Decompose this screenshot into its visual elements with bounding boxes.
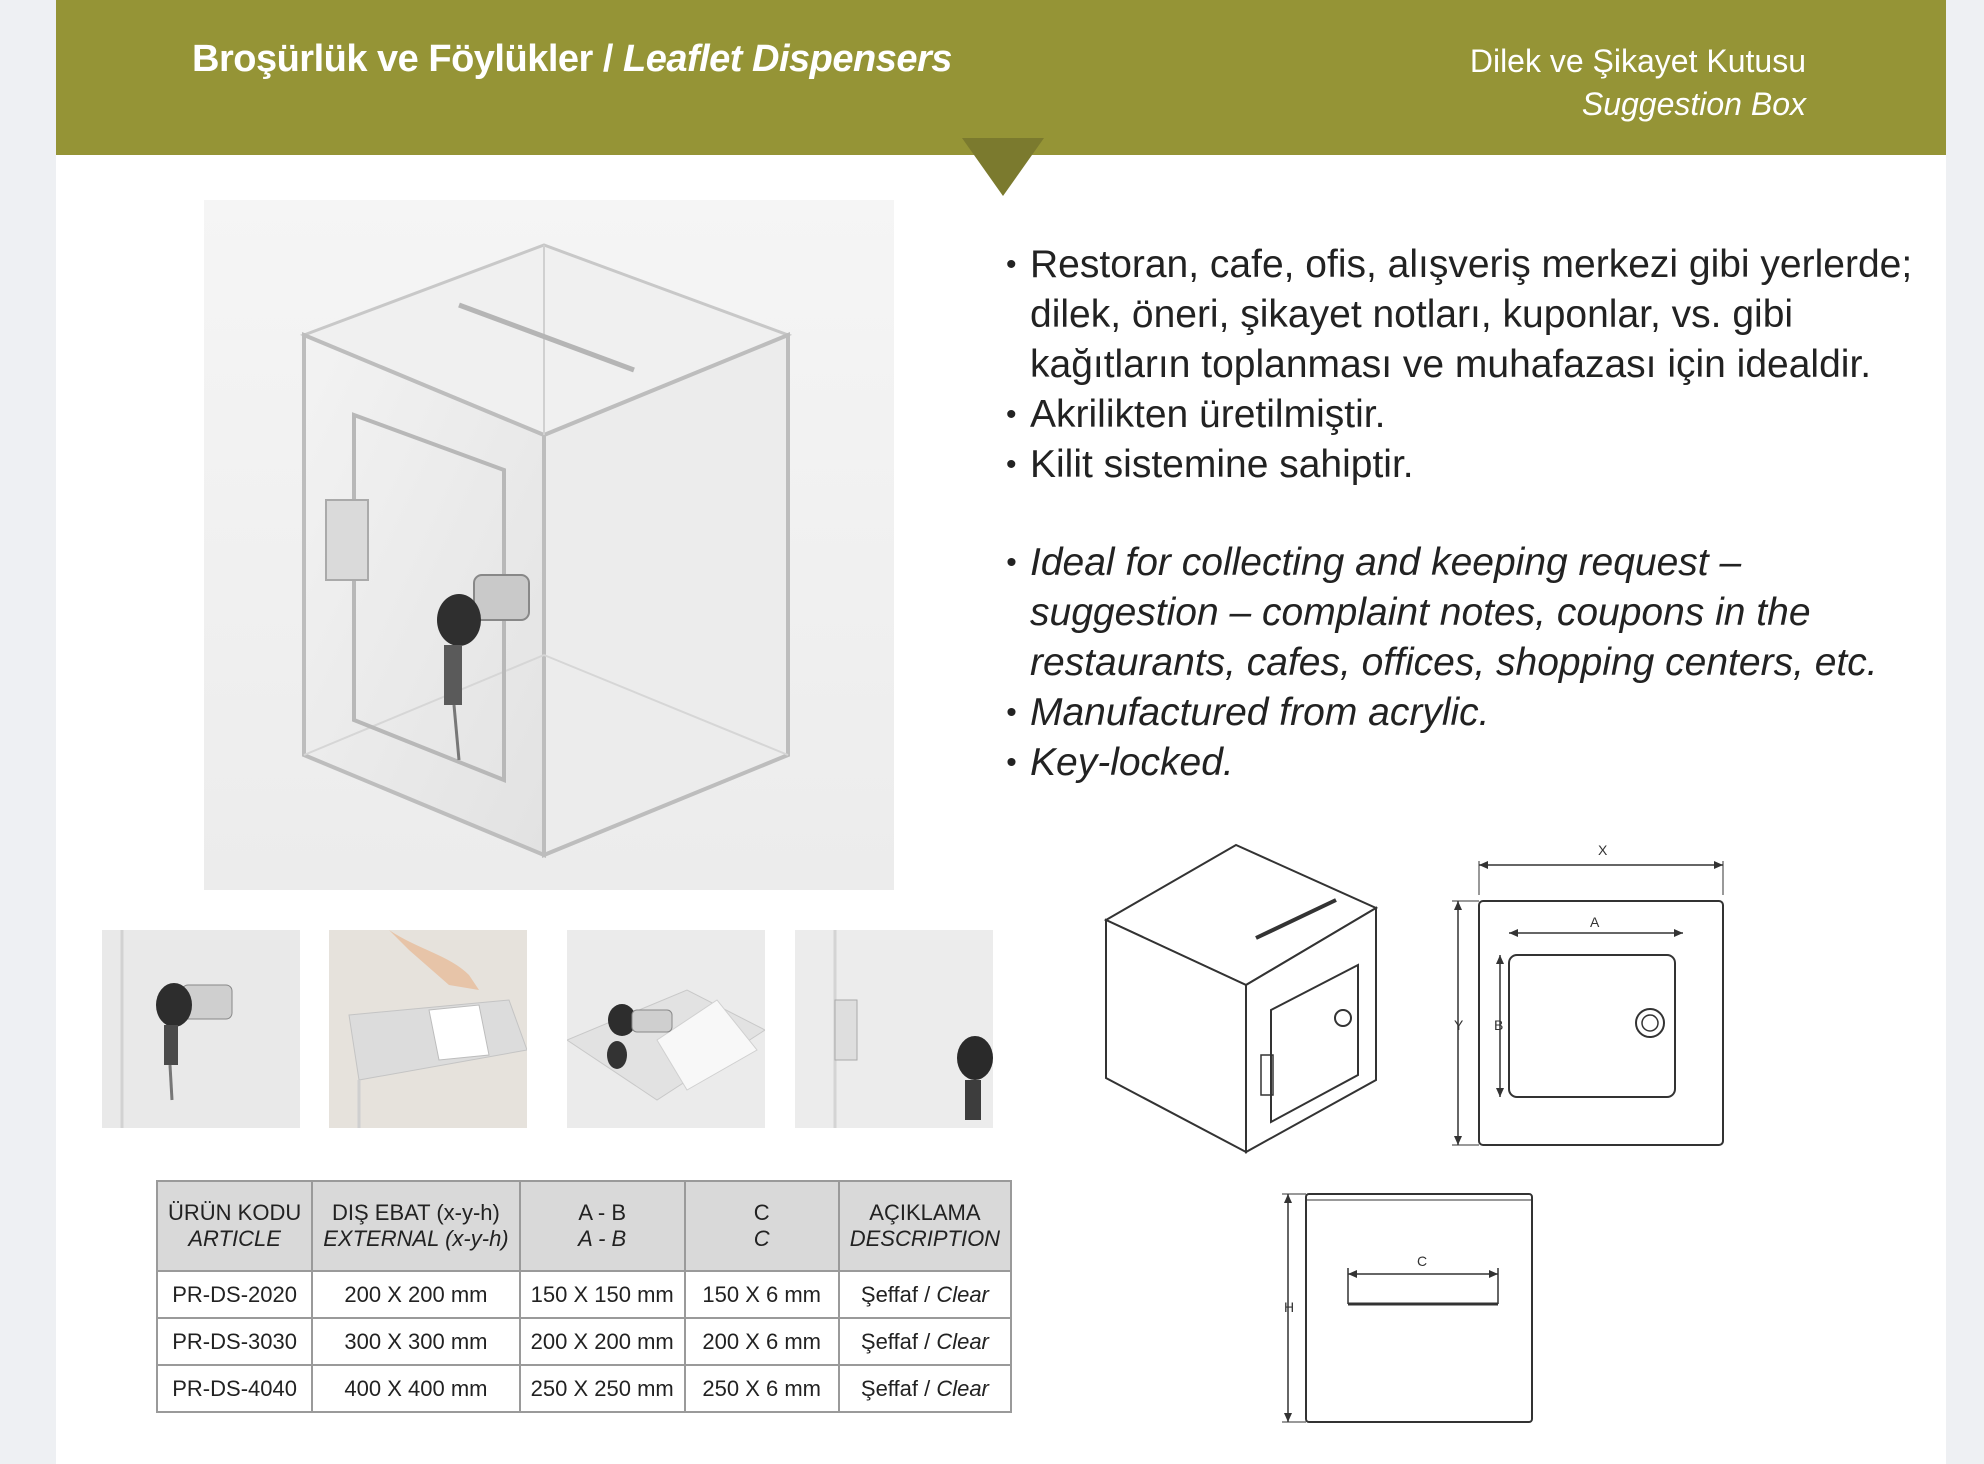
feature-text: Restoran, cafe, ofis, alışveriş merkezi … xyxy=(1030,243,1913,386)
header-cell: A - B xyxy=(518,1226,686,1272)
header-subtitle-tr: Dilek ve Şikayet Kutusu xyxy=(1469,43,1806,79)
feature-item: • Restoran, cafe, ofis, alışveriş merkez… xyxy=(1006,240,1936,390)
bullet-icon: • xyxy=(1006,248,1017,281)
feature-item: • Manufactured from acrylic. xyxy=(1006,688,1936,738)
header-cell: C xyxy=(683,1180,840,1226)
cell-c: 150 X 6 mm xyxy=(683,1270,840,1319)
cell-description: Şeffaf / Clear xyxy=(837,1270,1013,1319)
table-row: PR-DS-4040 400 X 400 mm 250 X 250 mm 250… xyxy=(155,1364,1013,1413)
thumbnail-hinge xyxy=(795,930,993,1128)
feature-text: Key-locked. xyxy=(1030,741,1234,784)
header-cell: DIŞ EBAT (x-y-h) xyxy=(311,1180,521,1226)
bullet-icon: • xyxy=(1006,546,1017,579)
header-cell: A - B xyxy=(518,1180,686,1226)
header-cell: DESCRIPTION xyxy=(837,1226,1013,1272)
thumbnail-insert-note xyxy=(329,930,527,1128)
thumbnail-lock-key xyxy=(102,930,300,1128)
thumbnail-open-box xyxy=(567,930,765,1128)
cell-description: Şeffaf / Clear xyxy=(837,1364,1013,1413)
cell-c: 250 X 6 mm xyxy=(683,1364,840,1413)
cell-external: 300 X 300 mm xyxy=(311,1317,521,1366)
top-view-drawing: H C xyxy=(1282,1193,1533,1423)
desc-en: Clear xyxy=(936,1375,989,1401)
header-subtitle-en: Suggestion Box xyxy=(1581,86,1806,122)
product-photo xyxy=(204,200,894,890)
feature-item: • Akrilikten üretilmiştir. xyxy=(1006,390,1936,440)
cell-external: 200 X 200 mm xyxy=(311,1270,521,1319)
header-notch-icon xyxy=(962,138,1044,196)
header-cell: C xyxy=(683,1226,840,1272)
spec-table: ÜRÜN KODU DIŞ EBAT (x-y-h) A - B C AÇIKL… xyxy=(155,1180,1013,1413)
front-view-drawing: X A B Y xyxy=(1452,842,1724,1146)
desc-tr: Şeffaf / xyxy=(860,1281,937,1307)
cell-code: PR-DS-2020 xyxy=(155,1270,314,1319)
desc-en: Clear xyxy=(936,1328,989,1354)
dim-x-label: X xyxy=(1598,842,1608,858)
header-cell: ARTICLE xyxy=(155,1226,314,1272)
cell-code: PR-DS-4040 xyxy=(155,1364,314,1413)
table-row: PR-DS-2020 200 X 200 mm 150 X 150 mm 150… xyxy=(155,1270,1013,1319)
feature-list: • Restoran, cafe, ofis, alışveriş merkez… xyxy=(1006,240,1936,788)
page-header: Broşürlük ve Föylükler / Leaflet Dispens… xyxy=(56,0,1946,155)
feature-text: Akrilikten üretilmiştir. xyxy=(1030,393,1386,436)
table-header-row-en: ARTICLE EXTERNAL (x-y-h) A - B C DESCRIP… xyxy=(155,1226,1013,1272)
spec-table-wrapper: ÜRÜN KODU DIŞ EBAT (x-y-h) A - B C AÇIKL… xyxy=(155,1180,1013,1413)
cell-description: Şeffaf / Clear xyxy=(837,1317,1013,1366)
header-cell: EXTERNAL (x-y-h) xyxy=(311,1226,521,1272)
catalog-page: Broşürlük ve Föylükler / Leaflet Dispens… xyxy=(56,0,1946,1464)
feature-text: Kilit sistemine sahiptir. xyxy=(1030,443,1414,486)
cell-ab: 200 X 200 mm xyxy=(518,1317,686,1366)
cell-c: 200 X 6 mm xyxy=(683,1317,840,1366)
dim-y-label: Y xyxy=(1454,1017,1464,1033)
bullet-icon: • xyxy=(1006,448,1017,481)
header-title: Broşürlük ve Föylükler / Leaflet Dispens… xyxy=(192,38,952,81)
header-title-en: Leaflet Dispensers xyxy=(622,38,952,80)
table-header-row-tr: ÜRÜN KODU DIŞ EBAT (x-y-h) A - B C AÇIKL… xyxy=(155,1180,1013,1226)
desc-tr: Şeffaf / xyxy=(860,1328,937,1354)
header-cell: ÜRÜN KODU xyxy=(155,1180,314,1226)
dim-h-label: H xyxy=(1284,1299,1294,1315)
feature-text: Ideal for collecting and keeping request… xyxy=(1030,541,1878,684)
feature-item: • Ideal for collecting and keeping reque… xyxy=(1006,538,1936,688)
header-subtitle: Dilek ve Şikayet Kutusu Suggestion Box xyxy=(1470,40,1806,126)
feature-item: • Key-locked. xyxy=(1006,738,1936,788)
table-row: PR-DS-3030 300 X 300 mm 200 X 200 mm 200… xyxy=(155,1317,1013,1366)
isometric-drawing xyxy=(1103,843,1379,1154)
cell-external: 400 X 400 mm xyxy=(311,1364,521,1413)
feature-item: • Kilit sistemine sahiptir. xyxy=(1006,440,1936,490)
dim-a-label: A xyxy=(1590,914,1600,930)
cell-code: PR-DS-3030 xyxy=(155,1317,314,1366)
cell-ab: 150 X 150 mm xyxy=(518,1270,686,1319)
bullet-icon: • xyxy=(1006,696,1017,729)
cell-ab: 250 X 250 mm xyxy=(518,1364,686,1413)
bullet-icon: • xyxy=(1006,746,1017,779)
desc-tr: Şeffaf / xyxy=(860,1375,937,1401)
dim-b-label: B xyxy=(1494,1017,1503,1033)
bullet-icon: • xyxy=(1006,398,1017,431)
header-title-tr: Broşürlük ve Föylükler / xyxy=(192,38,623,80)
dim-c-label: C xyxy=(1417,1253,1427,1269)
desc-en: Clear xyxy=(936,1281,989,1307)
feature-text: Manufactured from acrylic. xyxy=(1030,691,1490,734)
header-cell: AÇIKLAMA xyxy=(837,1180,1013,1226)
